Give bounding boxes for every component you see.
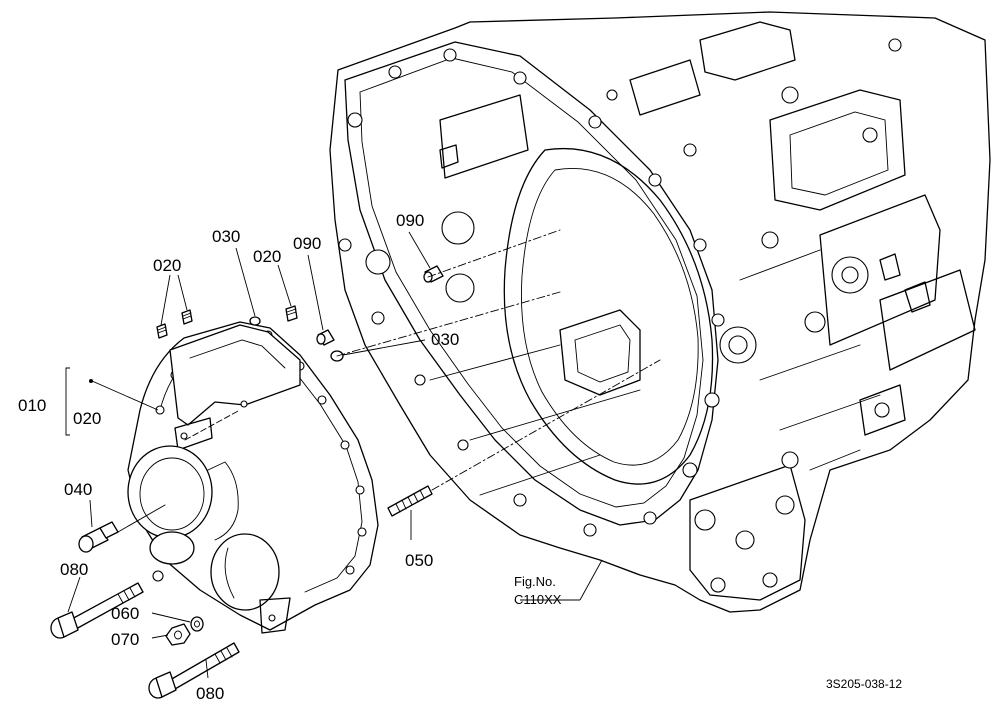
bolt-040	[78, 521, 119, 553]
stud-050	[387, 485, 433, 517]
figure-ref-label: Fig.No.	[514, 574, 556, 589]
small-parts	[50, 265, 444, 699]
callout-090-a: 090	[293, 234, 321, 253]
cover-housing-010	[127, 321, 379, 634]
callout-060: 060	[111, 604, 139, 623]
bolt-080-upper	[50, 582, 144, 639]
leader-lines	[65, 231, 603, 679]
washer-060	[190, 616, 204, 632]
callout-040: 040	[64, 480, 92, 499]
figure-reference: Fig.No. C110XX	[514, 574, 562, 607]
callout-labels: 010 020 020 030 020 090 090 030 040 050 …	[18, 211, 459, 703]
callout-080-a: 080	[60, 560, 88, 579]
plug-020-right	[181, 309, 193, 325]
callout-020-a: 020	[153, 256, 181, 275]
callout-080-b: 080	[196, 684, 224, 703]
transmission-case	[329, 11, 991, 613]
plug-020-left	[156, 323, 168, 339]
callout-070: 070	[111, 630, 139, 649]
figure-ref-number: C110XX	[514, 592, 562, 607]
callout-010: 010	[18, 396, 46, 415]
bolt-080-lower	[148, 642, 240, 699]
callout-050: 050	[405, 551, 433, 570]
callout-090-b: 090	[396, 211, 424, 230]
callout-030-a: 030	[212, 227, 240, 246]
callout-020-bracket: 020	[73, 409, 101, 428]
nut-070	[165, 623, 191, 646]
pin-090-case	[423, 265, 444, 283]
plug-020-upper	[285, 305, 298, 322]
oring-030-upper	[249, 316, 261, 326]
diagram-id: 3S205-038-12	[826, 677, 902, 691]
pin-090-front	[316, 329, 335, 346]
callout-010-dot	[89, 379, 93, 383]
assembly-lines	[117, 229, 661, 533]
callout-020-b: 020	[253, 247, 281, 266]
callout-030-b: 030	[431, 330, 459, 349]
